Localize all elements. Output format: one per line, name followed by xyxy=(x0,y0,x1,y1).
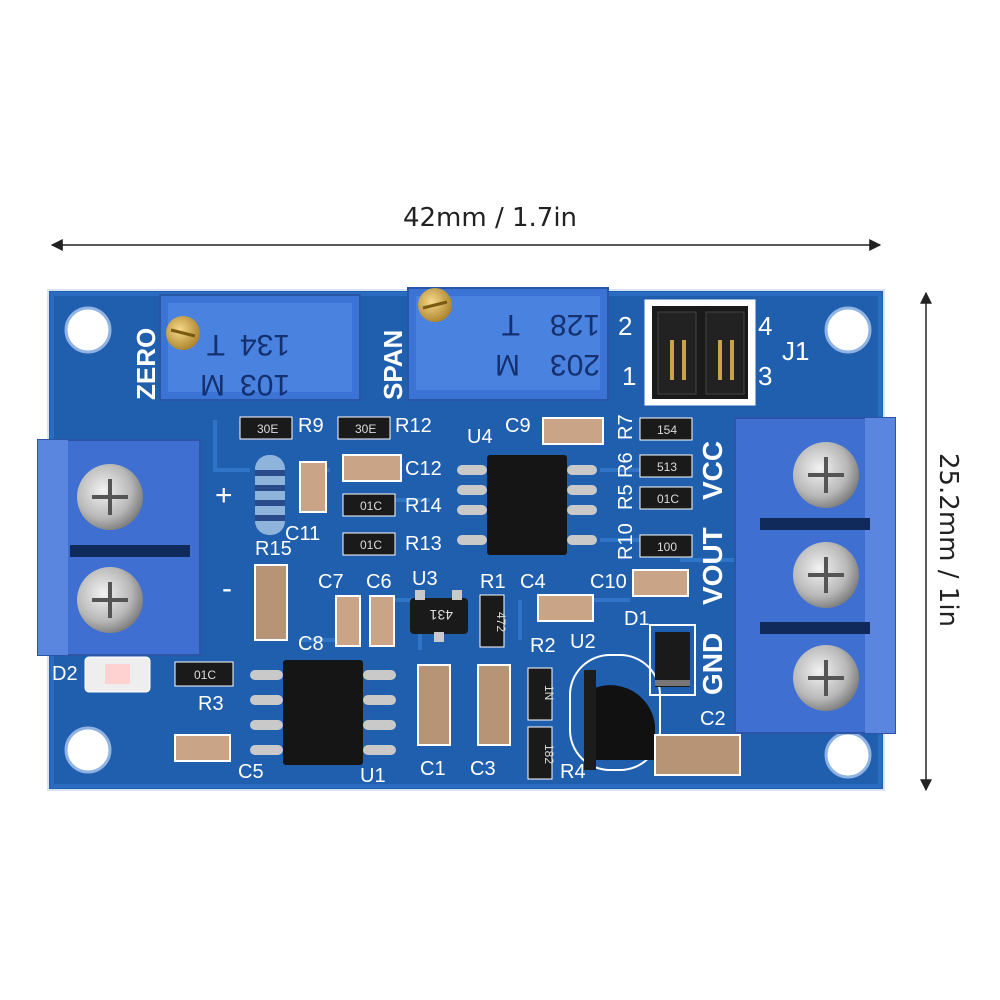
mounting-holes xyxy=(64,306,872,779)
jumper-cap[interactable] xyxy=(705,311,745,395)
r13-code: 01C xyxy=(360,538,382,552)
span-label: SPAN xyxy=(378,330,408,400)
span-pot-code-4: T xyxy=(502,308,520,341)
vout-label: VOUT xyxy=(697,527,728,605)
c6-label: C6 xyxy=(366,571,392,593)
minus-label: - xyxy=(222,572,232,605)
transistor-u2 xyxy=(569,654,661,771)
width-dimension-label: 42mm / 1.7in xyxy=(402,203,578,233)
smd-capacitors xyxy=(174,417,741,776)
zero-pot-code-3: 134 xyxy=(240,328,290,361)
output-terminal-block[interactable] xyxy=(734,417,896,734)
zero-pot-code-2: M xyxy=(200,368,225,401)
r10-label: R10 xyxy=(615,523,637,560)
r2-label: R2 xyxy=(530,635,556,657)
c2-label: C2 xyxy=(700,708,726,730)
r9-code: 30E xyxy=(257,422,278,436)
smd-resistors: 30E 30E 154 513 01C 01C 01C 100 01C 472 … xyxy=(174,416,693,780)
zero-trimmer-potentiometer[interactable]: 103 M 134 T xyxy=(159,294,361,401)
c9-label: C9 xyxy=(505,415,531,437)
u2-label: U2 xyxy=(570,631,596,653)
r1-label: R1 xyxy=(480,571,506,593)
r3-label: R3 xyxy=(198,693,224,715)
plus-label: + xyxy=(215,479,233,512)
vcc-label: VCC xyxy=(697,441,728,500)
pin4-label: 4 xyxy=(758,311,772,341)
u3-marking: 431 xyxy=(429,607,453,623)
u4-label: U4 xyxy=(467,426,493,448)
u3-label: U3 xyxy=(412,568,438,590)
led-d2 xyxy=(84,656,151,693)
c8-label: C8 xyxy=(298,633,324,655)
j1-jumper-header[interactable] xyxy=(644,299,756,406)
zero-pot-code-1: 103 xyxy=(240,368,290,401)
r4-label: R4 xyxy=(560,761,586,783)
r13-label: R13 xyxy=(405,533,442,555)
r10-code: 100 xyxy=(657,540,677,554)
ic-u1 xyxy=(250,660,396,765)
pin1-label: 1 xyxy=(622,361,636,391)
r2-code: 1N xyxy=(542,685,556,700)
c11-label: C11 xyxy=(285,523,320,545)
c3-label: C3 xyxy=(470,758,496,780)
jumper-cap[interactable] xyxy=(657,311,697,395)
c10-label: C10 xyxy=(590,571,627,593)
r1-code: 472 xyxy=(494,612,508,632)
diode-d1 xyxy=(649,624,696,696)
r7-code: 154 xyxy=(657,423,677,437)
r3-code: 01C xyxy=(194,668,216,682)
r14-code: 01C xyxy=(360,499,382,513)
gnd-label: GND xyxy=(697,633,728,695)
r6-code: 513 xyxy=(657,460,677,474)
resistor-r15 xyxy=(255,455,285,535)
span-pot-code-2: M xyxy=(495,348,520,381)
r4-code: 182 xyxy=(542,744,556,764)
r12-label: R12 xyxy=(395,415,432,437)
r7-label: R7 xyxy=(615,414,637,440)
c12-label: C12 xyxy=(405,458,442,480)
c5-label: C5 xyxy=(238,761,264,783)
pin3-label: 3 xyxy=(758,361,772,391)
u1-label: U1 xyxy=(360,765,386,787)
r9-label: R9 xyxy=(298,415,324,437)
c1-label: C1 xyxy=(420,758,446,780)
j1-label: J1 xyxy=(782,336,809,366)
d2-label: D2 xyxy=(52,663,78,685)
r6-label: R6 xyxy=(615,452,637,478)
zero-label: ZERO xyxy=(131,328,161,400)
r5-code: 01C xyxy=(657,492,679,506)
span-pot-code-1: 203 xyxy=(550,348,600,381)
zero-pot-code-4: T xyxy=(207,328,225,361)
r5-label: R5 xyxy=(615,484,637,510)
pin2-label: 2 xyxy=(618,311,632,341)
input-terminal-block[interactable] xyxy=(37,439,201,656)
c4-label: C4 xyxy=(520,571,546,593)
span-trimmer-potentiometer[interactable]: 203 M 128 T xyxy=(407,287,609,401)
d1-label: D1 xyxy=(624,608,650,630)
regulator-u3: 431 xyxy=(410,590,468,642)
span-pot-code-3: 128 xyxy=(550,308,600,341)
r12-code: 30E xyxy=(355,422,376,436)
r15-label: R15 xyxy=(255,538,292,560)
c7-label: C7 xyxy=(318,571,344,593)
ic-u4 xyxy=(457,455,597,555)
r14-label: R14 xyxy=(405,495,442,517)
